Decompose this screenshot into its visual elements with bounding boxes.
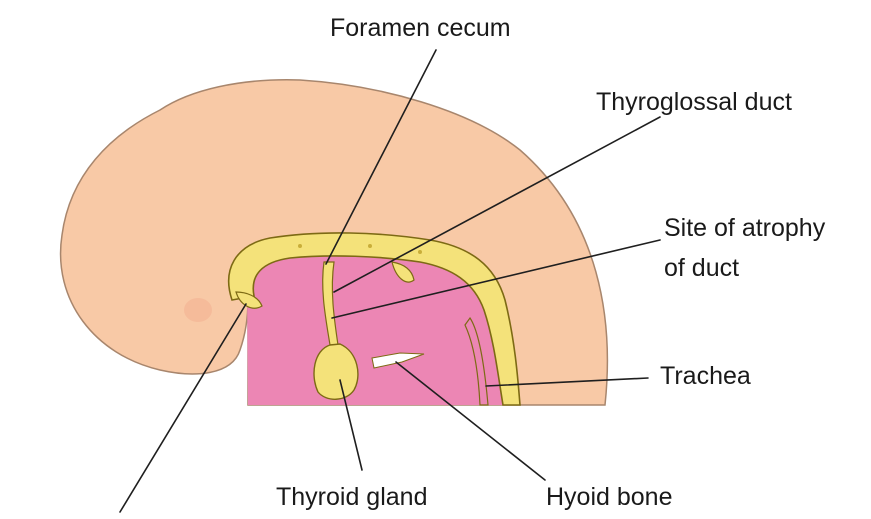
label-site-of-atrophy-line2: of duct (664, 254, 739, 282)
label-thyroglossal-duct: Thyroglossal duct (596, 88, 792, 116)
thyroid-gland-shape (314, 344, 358, 399)
label-site-of-atrophy-line1: Site of atrophy (664, 214, 826, 242)
head-bump (184, 298, 212, 322)
lining-dot-1 (298, 244, 302, 248)
lining-dot-3 (418, 250, 422, 254)
label-trachea: Trachea (660, 362, 751, 390)
lining-dot-2 (368, 244, 372, 248)
label-foramen-cecum: Foramen cecum (330, 14, 511, 42)
label-thyroid-gland: Thyroid gland (276, 483, 427, 511)
label-hyoid-bone: Hyoid bone (546, 483, 672, 511)
